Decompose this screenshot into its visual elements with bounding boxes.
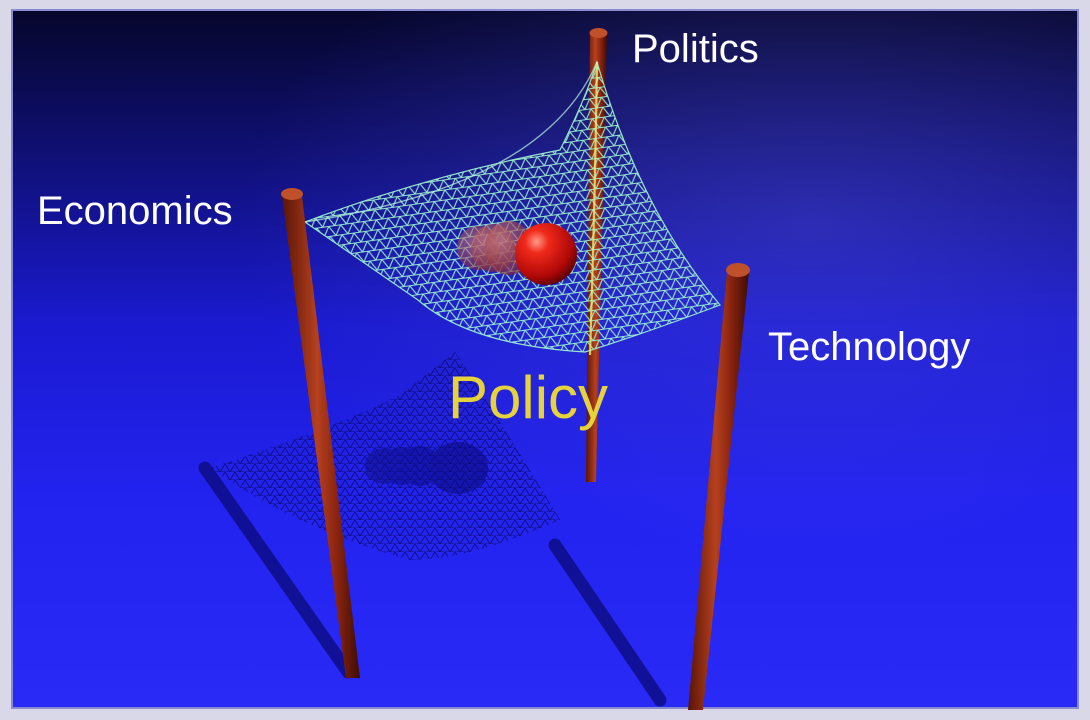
sphere bbox=[515, 223, 577, 285]
net-ridge bbox=[304, 61, 598, 223]
pole-shadow-left bbox=[198, 461, 355, 679]
label-technology: Technology bbox=[768, 325, 970, 369]
net-mesh bbox=[303, 59, 722, 356]
sphere-shadow bbox=[365, 442, 488, 494]
net-surface bbox=[303, 59, 722, 353]
net-seam bbox=[588, 61, 599, 356]
pole-technology bbox=[688, 263, 750, 710]
pole-economics bbox=[281, 188, 360, 678]
slide-panel bbox=[11, 9, 1079, 709]
sphere-group bbox=[457, 221, 577, 285]
label-politics: Politics bbox=[632, 27, 759, 71]
pole-shadow-right bbox=[548, 538, 667, 707]
label-economics: Economics bbox=[37, 189, 233, 233]
label-policy: Policy bbox=[448, 364, 608, 431]
floor-shadows bbox=[198, 352, 667, 707]
